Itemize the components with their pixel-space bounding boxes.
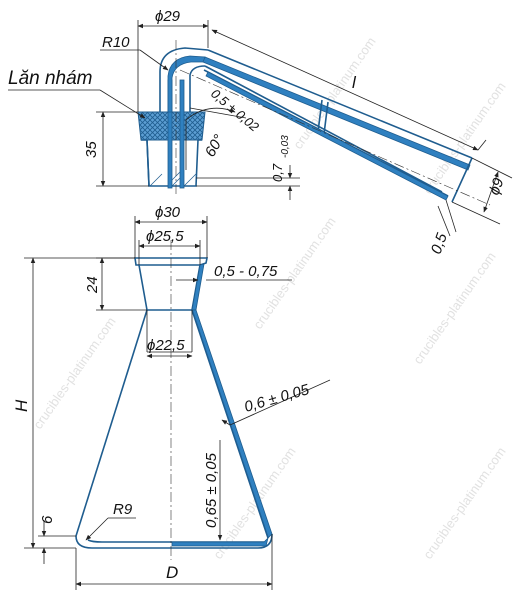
dim-l: l	[352, 73, 357, 92]
dim-side-wall: 0,6 ± 0,05	[242, 381, 311, 416]
tube-bend-inner	[189, 65, 206, 112]
dim-phi9: ϕ9	[486, 175, 508, 197]
dim-angle-60: 60°	[202, 132, 228, 160]
stopper-hatch	[149, 171, 197, 187]
flask-bottom-outer	[75, 533, 273, 549]
flask-neck	[138, 264, 201, 311]
dim-35: 35	[83, 141, 100, 158]
dim-H: H	[12, 399, 31, 412]
dim-0-7-tol: -0,03	[280, 135, 291, 158]
flask-body-left	[75, 309, 148, 537]
dim-24: 24	[84, 276, 101, 294]
dim-phi29: ϕ29	[155, 8, 181, 25]
dim-neck-wall: 0,5 - 0,75	[214, 263, 278, 280]
top-dimensions: ϕ29 R10 Lăn nhám l 0,5 ± 0,02 60° 35 0,7…	[8, 8, 513, 256]
dim-0-7: 0,7	[270, 163, 285, 182]
stopper-body	[141, 139, 202, 187]
watermark: crucibles-platinum.com	[410, 249, 499, 366]
dim-r9: R9	[113, 501, 133, 518]
tube-bend-outer	[159, 47, 209, 112]
watermark: crucibles-platinum.com	[30, 314, 119, 431]
label-knurl: Lăn nhám	[8, 68, 93, 89]
dim-phi22-5: ϕ22,5	[147, 337, 185, 354]
dim-D: D	[166, 563, 178, 582]
dim-bottom-wall: 0,65 ± 0,05	[203, 452, 220, 528]
dim-phi30: ϕ30	[155, 204, 181, 221]
dim-6: 6	[39, 515, 56, 524]
dim-0-5: 0,5	[428, 230, 451, 256]
dim-r10: R10	[102, 34, 130, 51]
dim-phi25-5: ϕ25,5	[146, 228, 184, 245]
dim-0-5-tol: 0,5 ± 0,02	[208, 86, 262, 135]
watermark: crucibles-platinum.com	[420, 444, 509, 561]
